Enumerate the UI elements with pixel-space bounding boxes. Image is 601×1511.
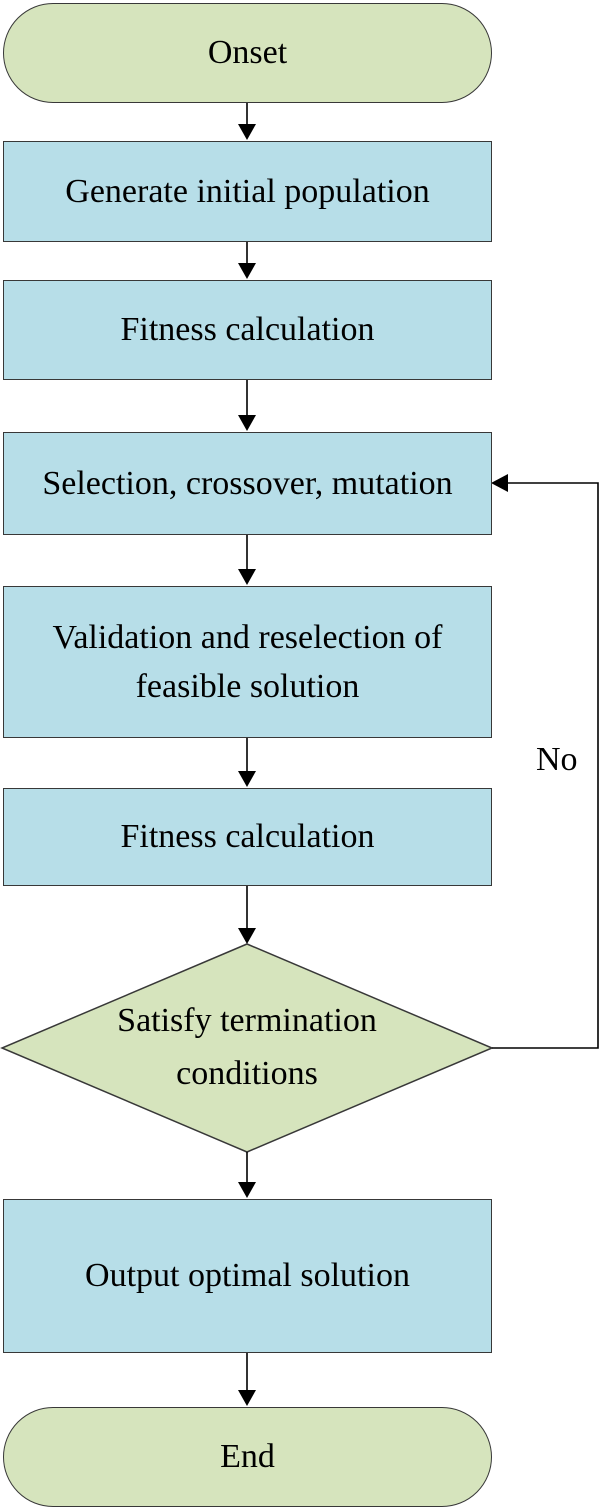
node-selection-crossover-mutation: Selection, crossover, mutation [3,432,492,535]
node-validation-reselection-label: Validation and reselection of feasible s… [52,618,443,705]
node-validation-reselection: Validation and reselection of feasible s… [3,586,492,738]
arrow-onset-to-generate [238,103,256,140]
arrow-output-to-end [238,1353,256,1406]
node-output-optimal-solution-label: Output optimal solution [85,1257,410,1295]
arrow-generate-to-fitness1 [238,242,256,279]
node-fitness-calculation-1: Fitness calculation [3,280,492,380]
edge-label-no: No [536,741,578,778]
node-fitness-calculation-2-label: Fitness calculation [120,818,375,856]
node-end: End [3,1407,492,1507]
arrow-decision-to-output [238,1152,256,1198]
node-fitness-calculation-2: Fitness calculation [3,788,492,886]
node-onset: Onset [3,3,492,103]
node-output-optimal-solution: Output optimal solution [3,1199,492,1353]
node-end-label: End [220,1438,275,1476]
node-termination-decision: Satisfy termination conditions [2,944,492,1152]
arrow-fitness2-to-decision [238,886,256,944]
node-generate-initial-population: Generate initial population [3,141,492,242]
arrow-selection-to-validation [238,535,256,585]
node-onset-label: Onset [207,34,288,72]
node-fitness-calculation-1-label: Fitness calculation [120,311,375,349]
node-generate-initial-population-label: Generate initial population [65,172,430,210]
arrow-validation-to-fitness2 [238,738,256,787]
node-selection-crossover-mutation-label: Selection, crossover, mutation [42,464,453,502]
arrow-fitness1-to-selection [238,380,256,431]
node-termination-decision-label: Satisfy termination conditions [117,1002,377,1092]
